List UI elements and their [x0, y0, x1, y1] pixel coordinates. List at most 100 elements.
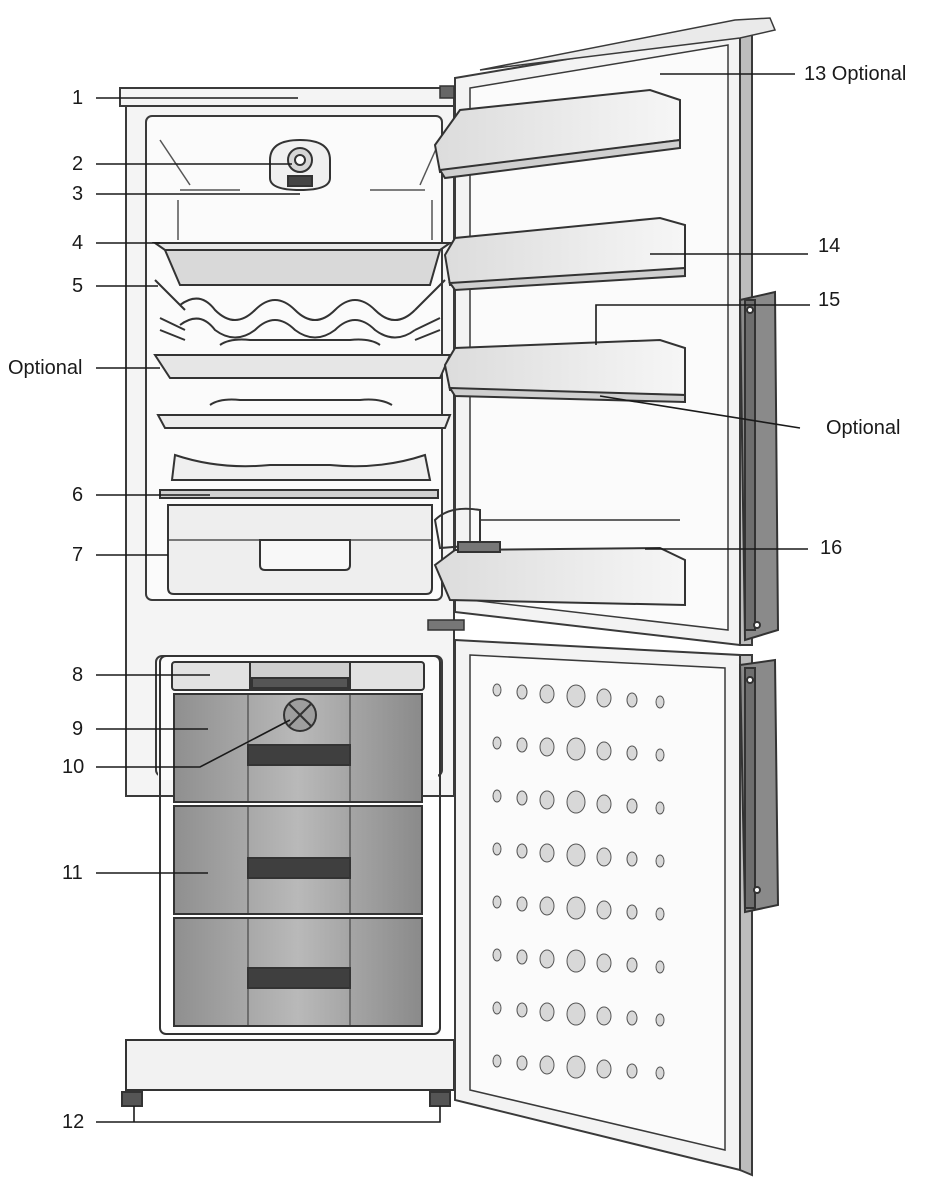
leader-15 — [595, 304, 810, 345]
bottle-shelf — [433, 507, 686, 607]
door-dimple — [539, 949, 555, 969]
door-dimple — [626, 1063, 638, 1079]
door-dimple — [655, 695, 665, 709]
door-dimple — [492, 789, 502, 803]
callout-4: 4 — [72, 232, 84, 254]
door-dimple — [566, 949, 586, 973]
callout-8: 8 — [72, 664, 84, 686]
door-dimple — [566, 790, 586, 814]
door-dimple — [596, 1006, 612, 1026]
leader-12 — [96, 1106, 441, 1123]
freezer-drawer-middle — [173, 805, 423, 915]
callout-14: 14 — [818, 235, 841, 257]
callout-1: 1 — [72, 87, 84, 109]
door-dimple — [655, 960, 665, 974]
adjustable-foot-left — [121, 1091, 143, 1107]
door-dimple — [655, 1013, 665, 1027]
door-dimple — [566, 896, 586, 920]
door-dimple — [492, 842, 502, 856]
door-dimple — [655, 854, 665, 868]
door-dimple — [596, 847, 612, 867]
door-dimple — [492, 895, 502, 909]
door-dimple — [516, 737, 528, 753]
callout-9: 9 — [72, 718, 84, 740]
door-dimple — [626, 692, 638, 708]
callout-13-optional: 13 Optional — [804, 63, 907, 85]
door-dimple — [492, 948, 502, 962]
door-dimple — [596, 900, 612, 920]
door-dimple — [566, 1055, 586, 1079]
door-dimple — [566, 1002, 586, 1026]
freezer-drawer-bottom — [173, 917, 423, 1027]
callout-15: 15 — [818, 289, 841, 311]
door-dimple — [492, 1001, 502, 1015]
door-dimple — [596, 794, 612, 814]
door-dimple — [566, 843, 586, 867]
freezer-door-dimples — [492, 683, 665, 1080]
door-dimple — [566, 737, 586, 761]
freezer-frame — [159, 655, 441, 1035]
door-dimple — [626, 798, 638, 814]
door-dimple — [539, 684, 555, 704]
door-dimple — [539, 737, 555, 757]
door-dimple — [516, 843, 528, 859]
dairy-compartment — [433, 88, 681, 180]
door-dimple — [626, 851, 638, 867]
door-dimple — [539, 790, 555, 810]
door-dimple — [492, 1054, 502, 1068]
door-dimple — [596, 1059, 612, 1079]
callout-12: 12 — [62, 1111, 85, 1133]
door-dimple — [596, 741, 612, 761]
door-dimple — [655, 1066, 665, 1080]
door-dimple — [539, 1055, 555, 1075]
door-shelf-upper — [443, 216, 686, 292]
callout-6: 6 — [72, 484, 84, 506]
callout-optional-left: Optional — [8, 357, 83, 379]
door-dimple — [566, 684, 586, 708]
door-dimple — [516, 896, 528, 912]
door-dimple — [539, 1002, 555, 1022]
leader-lines — [96, 73, 810, 1123]
door-dimple — [492, 683, 502, 697]
door-dimple — [516, 1055, 528, 1071]
cabinet-top — [119, 87, 455, 107]
door-shelf-middle — [443, 338, 686, 404]
crisper-drawer — [167, 504, 433, 595]
door-shelves — [433, 88, 686, 607]
door-dimple — [516, 1002, 528, 1018]
fridge-door — [454, 17, 777, 647]
crisper-cover — [159, 489, 439, 499]
door-dimple — [596, 953, 612, 973]
callout-optional-right: Optional — [826, 417, 901, 439]
door-dimple — [626, 904, 638, 920]
door-dimple — [516, 949, 528, 965]
callout-10: 10 — [62, 756, 85, 778]
middle-hinge — [427, 619, 465, 631]
door-dimple — [655, 801, 665, 815]
door-dimple — [626, 745, 638, 761]
wine-rack — [154, 279, 446, 341]
adjustable-foot-right — [429, 1091, 451, 1107]
leader-10 — [96, 719, 291, 768]
fridge-door-handle — [738, 290, 780, 642]
door-dimple — [626, 957, 638, 973]
glass-shelf — [151, 242, 454, 286]
freezer-door-handle — [738, 658, 780, 914]
thermostat-knob — [287, 175, 313, 187]
door-dimple — [516, 790, 528, 806]
callout-5: 5 — [72, 275, 84, 297]
lamp-thermostat — [269, 138, 331, 192]
door-dimple — [596, 688, 612, 708]
door-dimple — [655, 907, 665, 921]
callout-3: 3 — [72, 183, 84, 205]
door-dimple — [655, 748, 665, 762]
cabinet-base — [121, 1039, 455, 1107]
door-dimple — [539, 896, 555, 916]
door-dimple — [516, 684, 528, 700]
freezer-drawers — [159, 655, 441, 1035]
callout-2: 2 — [72, 153, 84, 175]
freezer-flap — [171, 661, 425, 691]
door-dimple — [539, 843, 555, 863]
leader-optional-right — [599, 395, 801, 429]
